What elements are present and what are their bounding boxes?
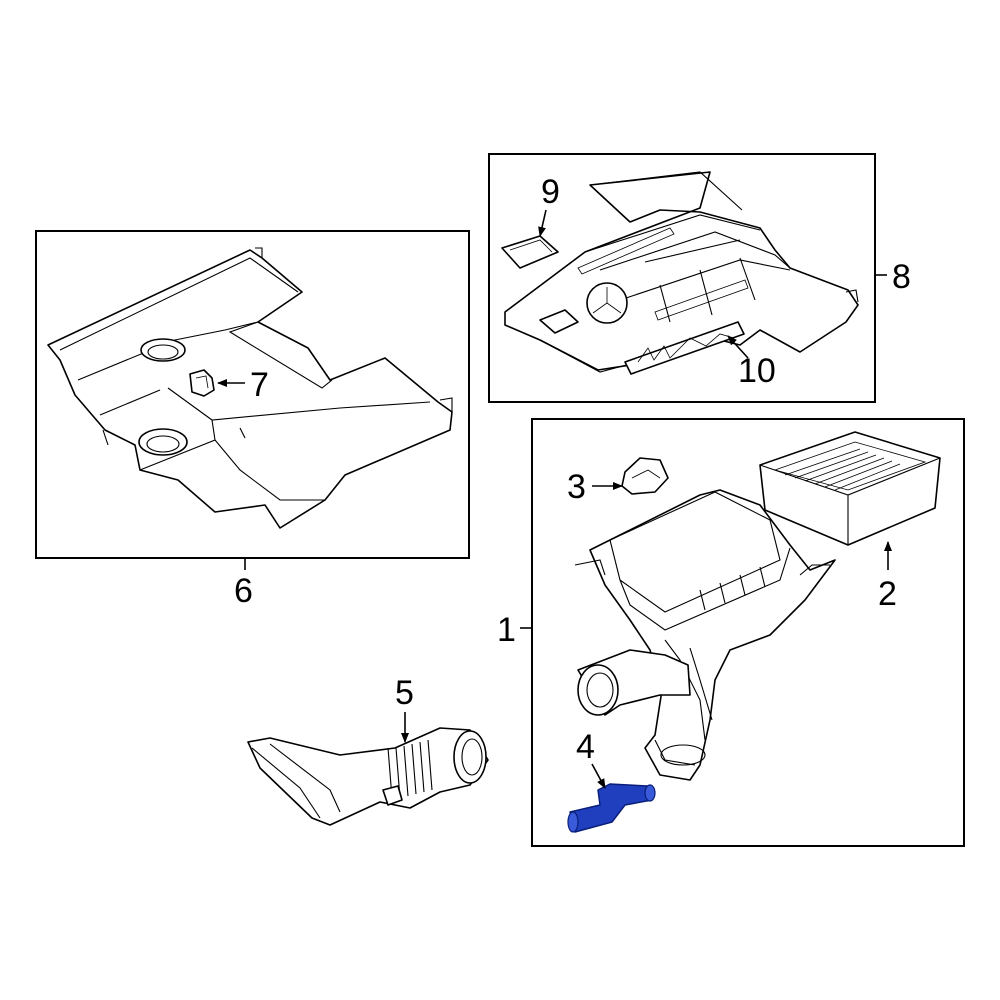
callout-4: 4 — [576, 728, 595, 766]
callout-6: 6 — [234, 572, 253, 610]
leader-10 — [727, 335, 749, 359]
frame-6 — [35, 230, 470, 559]
group-frame-engine-cover: 7 6 — [35, 230, 470, 610]
emblem-part-10[interactable] — [624, 321, 745, 375]
clip-part-7[interactable] — [189, 369, 215, 397]
frame-1 — [531, 418, 965, 847]
callout-10: 10 — [738, 352, 776, 390]
group-frame-air-cleaner: 2 3 4 1 — [497, 418, 965, 847]
air-cleaner-housing-part-1[interactable] — [574, 489, 836, 781]
engine-cover-part-6[interactable] — [47, 247, 453, 529]
badge-part-9[interactable] — [501, 235, 559, 269]
callout-7: 7 — [250, 366, 269, 404]
callout-2: 2 — [878, 575, 897, 613]
hose-part-4-highlighted[interactable] — [567, 783, 656, 833]
callout-3: 3 — [567, 468, 586, 506]
air-filter-part-2[interactable] — [759, 431, 941, 546]
callout-1: 1 — [497, 611, 516, 649]
frame-8 — [488, 153, 876, 403]
group-frame-amg-cover: 9 10 8 — [488, 153, 911, 403]
sensor-part-3[interactable] — [621, 457, 669, 495]
callout-9: 9 — [541, 173, 560, 211]
intake-duct-part-5[interactable] — [247, 727, 489, 826]
leader-9 — [538, 209, 547, 237]
callout-8: 8 — [892, 258, 911, 296]
leader-4 — [591, 763, 606, 789]
callout-5: 5 — [395, 674, 414, 712]
